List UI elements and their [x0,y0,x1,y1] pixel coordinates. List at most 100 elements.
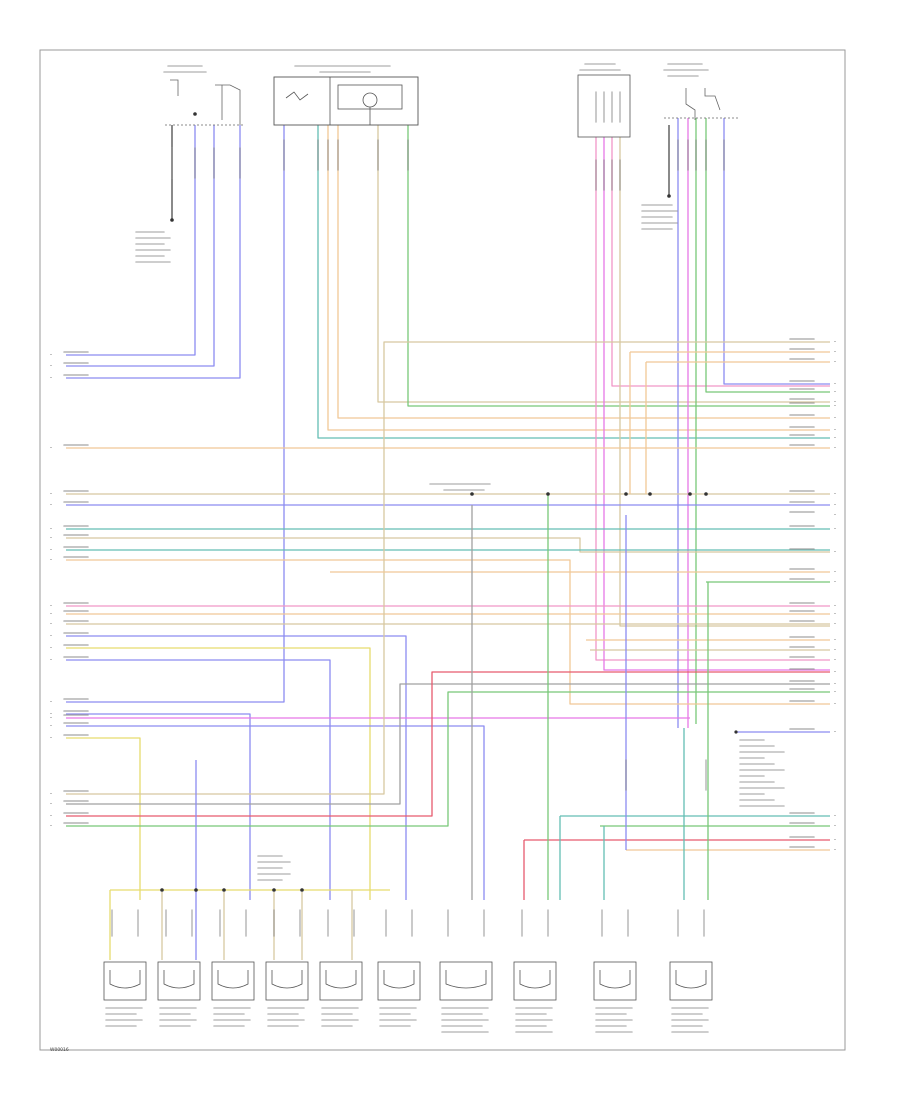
motor-symbol [362,92,378,108]
wire-comp4-d [705,118,830,393]
pin-marker: • [834,580,836,584]
page-border [39,49,846,1051]
bus-row-648 [66,647,371,900]
splice-dot [194,888,198,892]
pin-marker: • [834,527,836,531]
wire-comp2-b [317,125,830,439]
component-outline [319,961,363,1001]
pin-marker: • [50,536,52,540]
wire-comp3-d [619,137,830,627]
wire-layer [66,118,830,960]
splice-dot [300,888,304,892]
pin-marker: • [50,492,52,496]
pin-marker: • [834,604,836,608]
pin-marker: • [50,353,52,357]
sensor-connector-top-left [163,65,245,126]
module-note-right [734,730,785,807]
component-outline [439,961,493,1001]
wire-comp2-a [66,125,285,703]
pin-marker: • [50,376,52,380]
pin-marker: • [834,730,836,734]
splice-dot [704,492,708,496]
wire-comp3-a [595,137,830,661]
module-note-center [429,483,491,491]
pin-marker: • [50,527,52,531]
component-symbol [271,970,303,989]
splice-dot [160,888,164,892]
switch-symbol [685,88,696,120]
component-outline [377,961,421,1001]
pin-marker: • [834,690,836,694]
speaker-5 [319,909,363,1027]
switch-symbol [215,84,241,125]
wire-comp2-c [327,125,830,431]
control-module-top-center [273,65,419,126]
wire-comp3-c [611,137,830,387]
wire-comp3-b [603,137,830,671]
component-symbol [675,970,707,989]
bus-row-660 [66,659,331,900]
component-symbol [325,970,357,989]
pin-marker: • [834,503,836,507]
pin-marker: • [834,814,836,818]
splice-dot [648,492,652,496]
splice-dot [222,888,226,892]
bus-row-636 [66,635,407,900]
pin-marker: • [834,360,836,364]
splice-dot [546,492,550,496]
speaker-1 [103,909,147,1027]
sensor-bottom-10 [669,909,713,1033]
splice-dot [193,112,197,116]
diagram-frame [39,49,846,1051]
pin-marker: • [834,382,836,386]
pin-marker: • [50,604,52,608]
component-symbol [217,970,249,989]
pin-marker: • [834,428,836,432]
switch-symbol [170,79,179,96]
pin-marker: • [50,364,52,368]
wire-comp4-e [723,118,830,385]
module-bottom-7 [439,909,493,1033]
pin-marker: • [834,622,836,626]
wire-comp2-e [377,125,830,403]
ground-note-left [135,125,174,263]
diagram-reference-code: W00016 [50,1047,69,1053]
pin-marker: • [50,612,52,616]
pin-marker: • [834,404,836,408]
pin-marker: • [834,612,836,616]
component-outline [593,961,637,1001]
module-note-lower-left [257,855,291,881]
splice-dot [170,218,174,222]
pin-marker: • [834,550,836,554]
motor-box [337,84,403,110]
bus-row-560 [66,559,830,705]
pin-marker: • [834,838,836,842]
module-outline [273,76,419,126]
pin-marker: • [834,513,836,517]
switch-symbol [285,91,309,101]
bus-row-714 [66,713,251,900]
component-outline [157,961,201,1001]
pin-marker: • [834,446,836,450]
pin-marker: • [834,390,836,394]
pin-marker: • [50,802,52,806]
pin-marker: • [834,416,836,420]
pin-marker: • [50,658,52,662]
pin-marker: • [50,724,52,728]
pin-marker: • [834,436,836,440]
pin-marker: • [834,492,836,496]
pin-marker: • [50,548,52,552]
splice-dot [667,194,671,198]
speaker-4 [265,909,309,1027]
connector-outline [577,74,631,138]
pin-marker: • [834,670,836,674]
wire-comp1-b [66,125,215,367]
speaker-2 [157,909,201,1027]
bus-row-738 [66,737,141,900]
pin-marker: • [50,792,52,796]
bus-row-804 [66,683,830,805]
pin-marker: • [834,570,836,574]
pin-marker: • [50,646,52,650]
switch-symbol [704,88,721,111]
